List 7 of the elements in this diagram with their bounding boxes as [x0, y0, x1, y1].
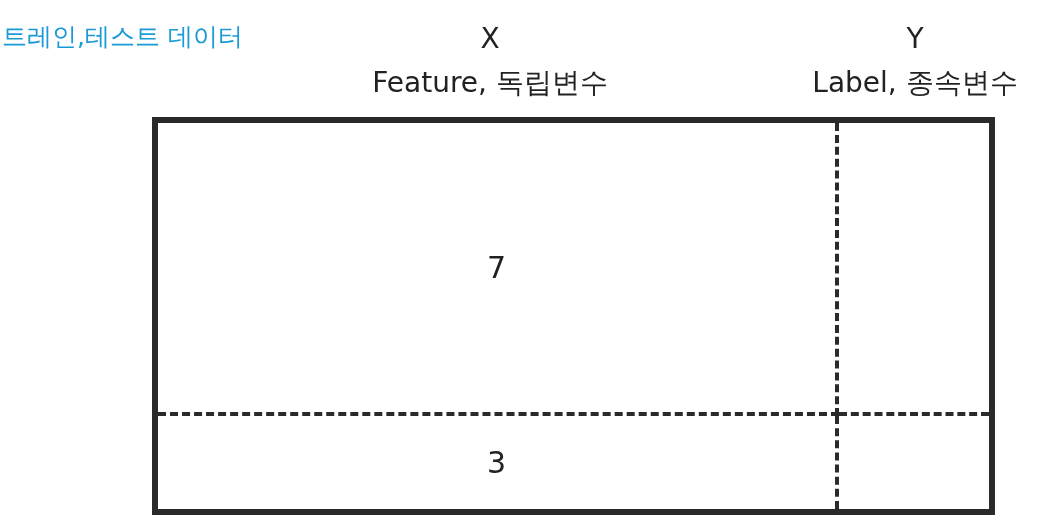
- axis-letter: X: [480, 22, 500, 55]
- diagram-title: 트레인,테스트 데이터: [2, 21, 243, 53]
- column-caption: Feature, 독립변수: [372, 65, 608, 101]
- train-split-region: 7: [158, 123, 839, 416]
- axis-letter: Y: [906, 22, 924, 55]
- test-split-region: 3: [158, 416, 839, 509]
- column-caption: Label, 종속변수: [812, 65, 1018, 101]
